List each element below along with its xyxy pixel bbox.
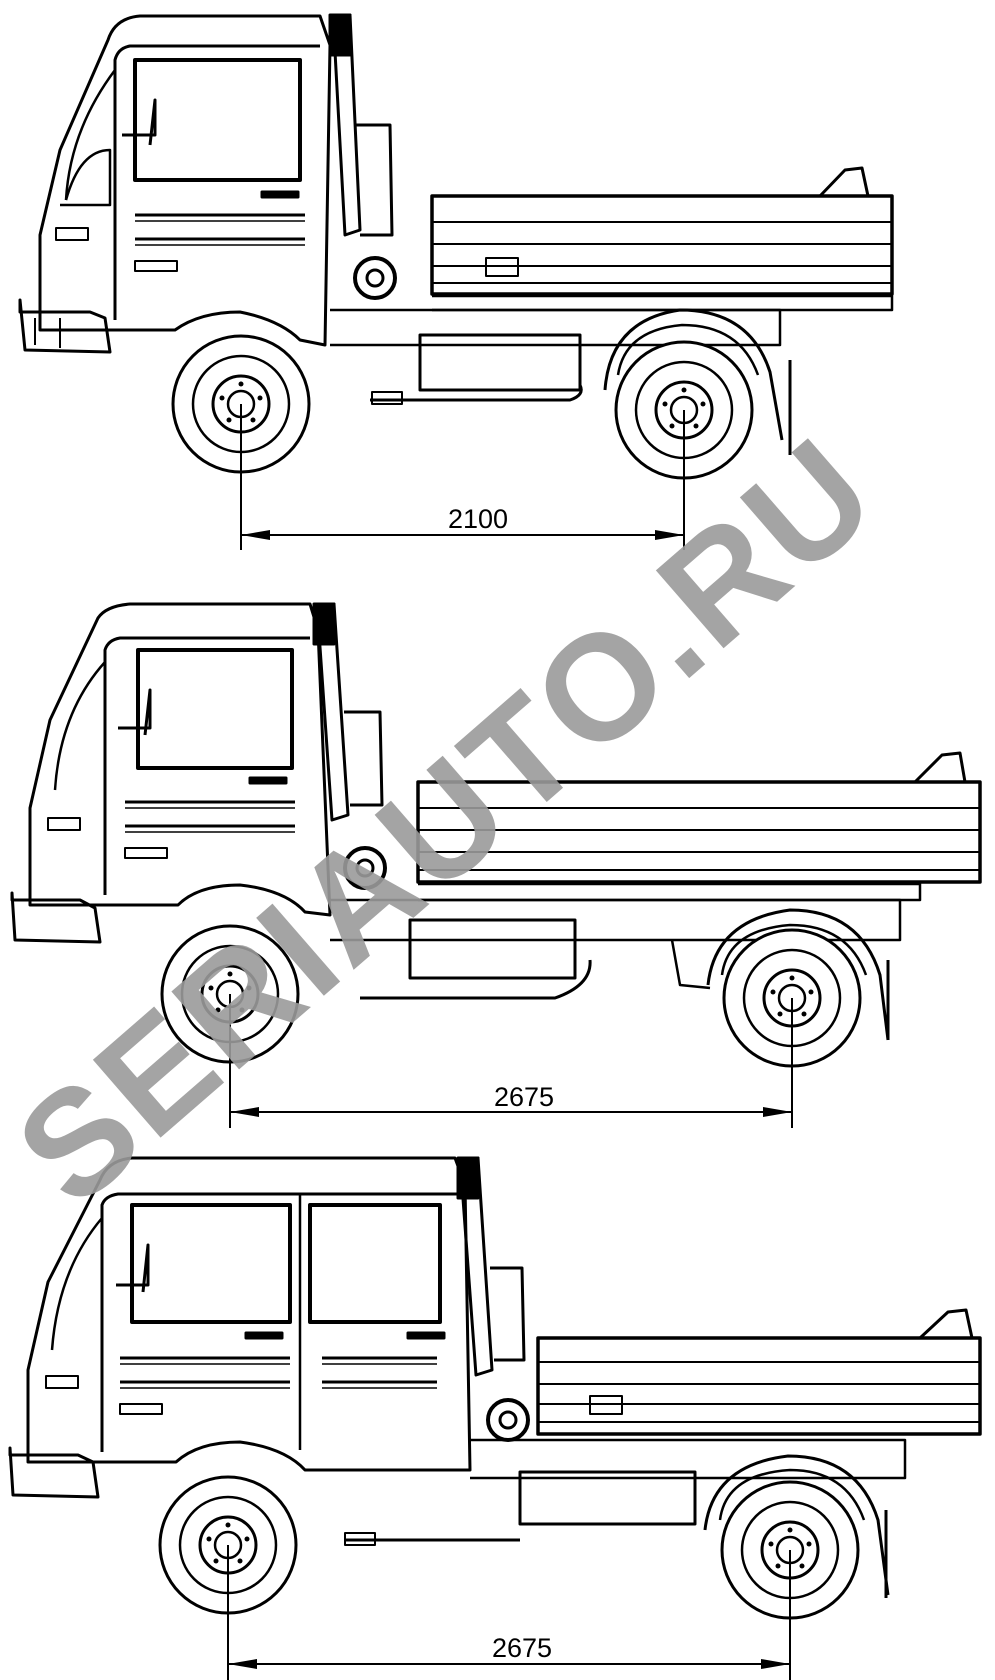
truck-2-long-wheelbase-single-cab	[10, 602, 982, 1041]
dimension-label-3: 2675	[492, 1633, 552, 1663]
dimension-line-2: 2675	[229, 994, 793, 1128]
truck-3-long-wheelbase-double-cab	[8, 1156, 982, 1598]
dimension-line-1: 2100	[240, 404, 685, 550]
dimension-line-3: 2675	[227, 1545, 791, 1680]
dimension-label-1: 2100	[448, 504, 508, 534]
truck-1-short-wheelbase	[18, 13, 894, 455]
dimension-label-2: 2675	[494, 1082, 554, 1112]
